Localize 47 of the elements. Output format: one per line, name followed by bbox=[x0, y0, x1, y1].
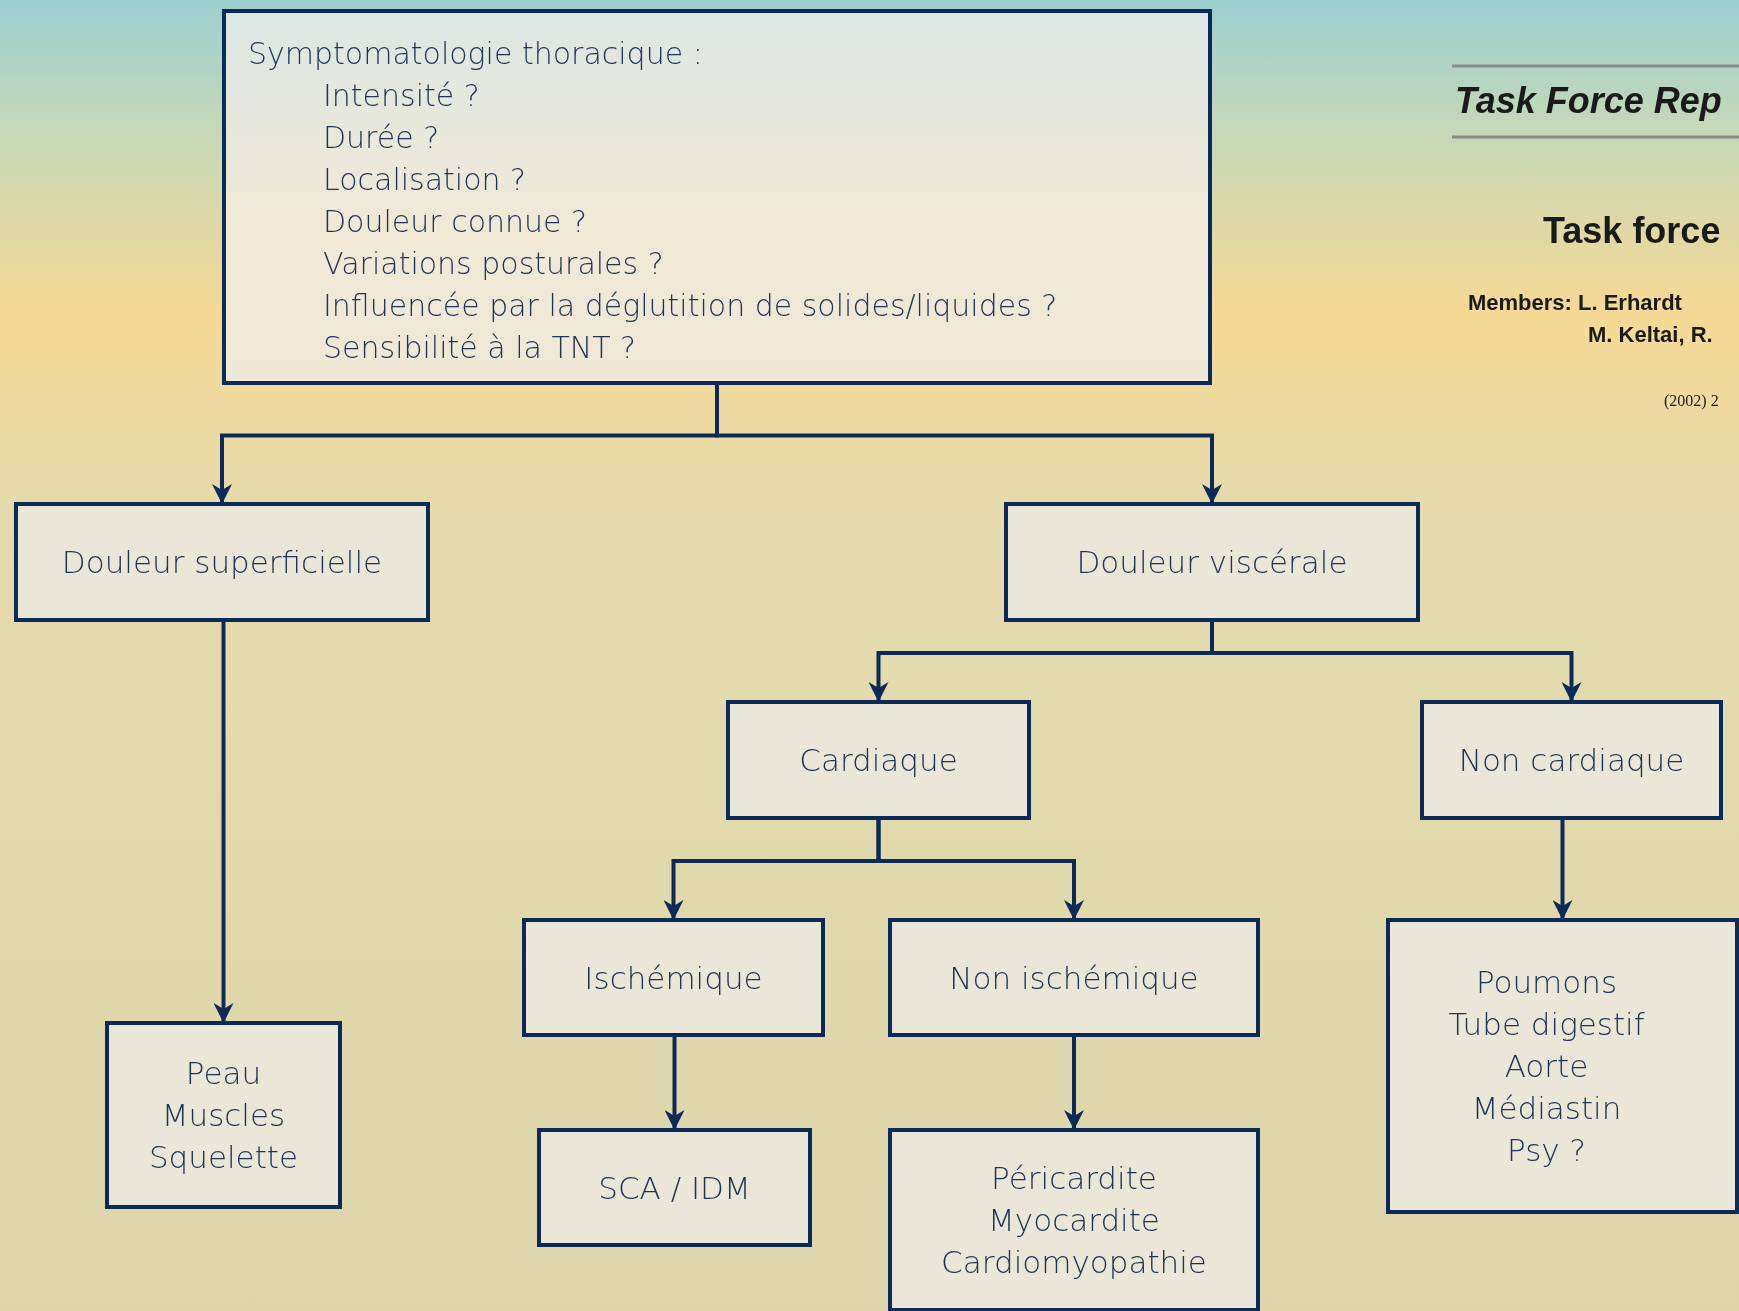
flowchart-box bbox=[888, 1128, 1260, 1311]
flowchart-box bbox=[888, 918, 1260, 1037]
box-text: Douleur superficielle bbox=[61, 543, 383, 582]
box-text: Psy ? bbox=[1507, 1131, 1586, 1170]
box-text: SCA / IDM bbox=[598, 1168, 751, 1208]
arrow bbox=[213, 622, 234, 1023]
flowchart-box bbox=[14, 502, 430, 622]
flowchart-box bbox=[222, 9, 1212, 385]
flowchart-box bbox=[1004, 502, 1420, 622]
box-text: Durée ? bbox=[322, 119, 440, 157]
box-text: Ischémique bbox=[584, 958, 763, 998]
box-text: Tube digestif bbox=[1448, 1005, 1645, 1044]
flowchart-box bbox=[537, 1128, 812, 1247]
box-text: Muscles bbox=[161, 1096, 286, 1135]
author-list: Members: L. Erhardt bbox=[1468, 290, 1682, 316]
flowchart-box bbox=[522, 918, 825, 1037]
box-text: Cardiaque bbox=[799, 741, 958, 780]
flowchart-box bbox=[726, 700, 1031, 820]
box-text: Péricardite bbox=[991, 1159, 1157, 1198]
arrow bbox=[876, 820, 1084, 920]
box-text: Sensibilité à la TNT ? bbox=[322, 329, 636, 367]
box-text: Médiastin bbox=[1471, 1089, 1622, 1128]
box-text: Douleur connue ? bbox=[322, 203, 587, 241]
box-text: Variations posturales ? bbox=[322, 245, 664, 283]
arrow bbox=[664, 1037, 685, 1130]
cover-title: Task force bbox=[1543, 210, 1721, 252]
flowchart-box bbox=[1420, 700, 1723, 820]
box-text: Poumons bbox=[1475, 963, 1618, 1002]
arrow bbox=[1064, 1037, 1084, 1130]
box-text: Intensité ? bbox=[322, 77, 480, 115]
box-heading: Symptomatologie thoracique : bbox=[248, 35, 703, 73]
box-text: Non cardiaque bbox=[1458, 741, 1685, 780]
author-list: M. Keltai, R. bbox=[1588, 322, 1713, 348]
report-heading: Task Force Rep bbox=[1455, 80, 1722, 122]
box-text: Squelette bbox=[148, 1138, 299, 1177]
box-text: Influencée par la déglutition de solides/liquides ? bbox=[322, 287, 1058, 325]
flowchart-box bbox=[105, 1021, 342, 1209]
arrow bbox=[1552, 820, 1573, 920]
box-text: Aorte bbox=[1504, 1047, 1589, 1086]
box-text: Localisation ? bbox=[322, 161, 527, 199]
box-text: Myocardite bbox=[988, 1201, 1160, 1240]
box-text: Douleur viscérale bbox=[1076, 543, 1348, 582]
flowchart-box bbox=[1386, 918, 1739, 1214]
box-text: Peau bbox=[185, 1054, 262, 1093]
box-text: Cardiomyopathie bbox=[941, 1243, 1207, 1282]
box-text: Non ischémique bbox=[949, 958, 1199, 998]
citation-text: (2002) 2 bbox=[1664, 392, 1719, 410]
